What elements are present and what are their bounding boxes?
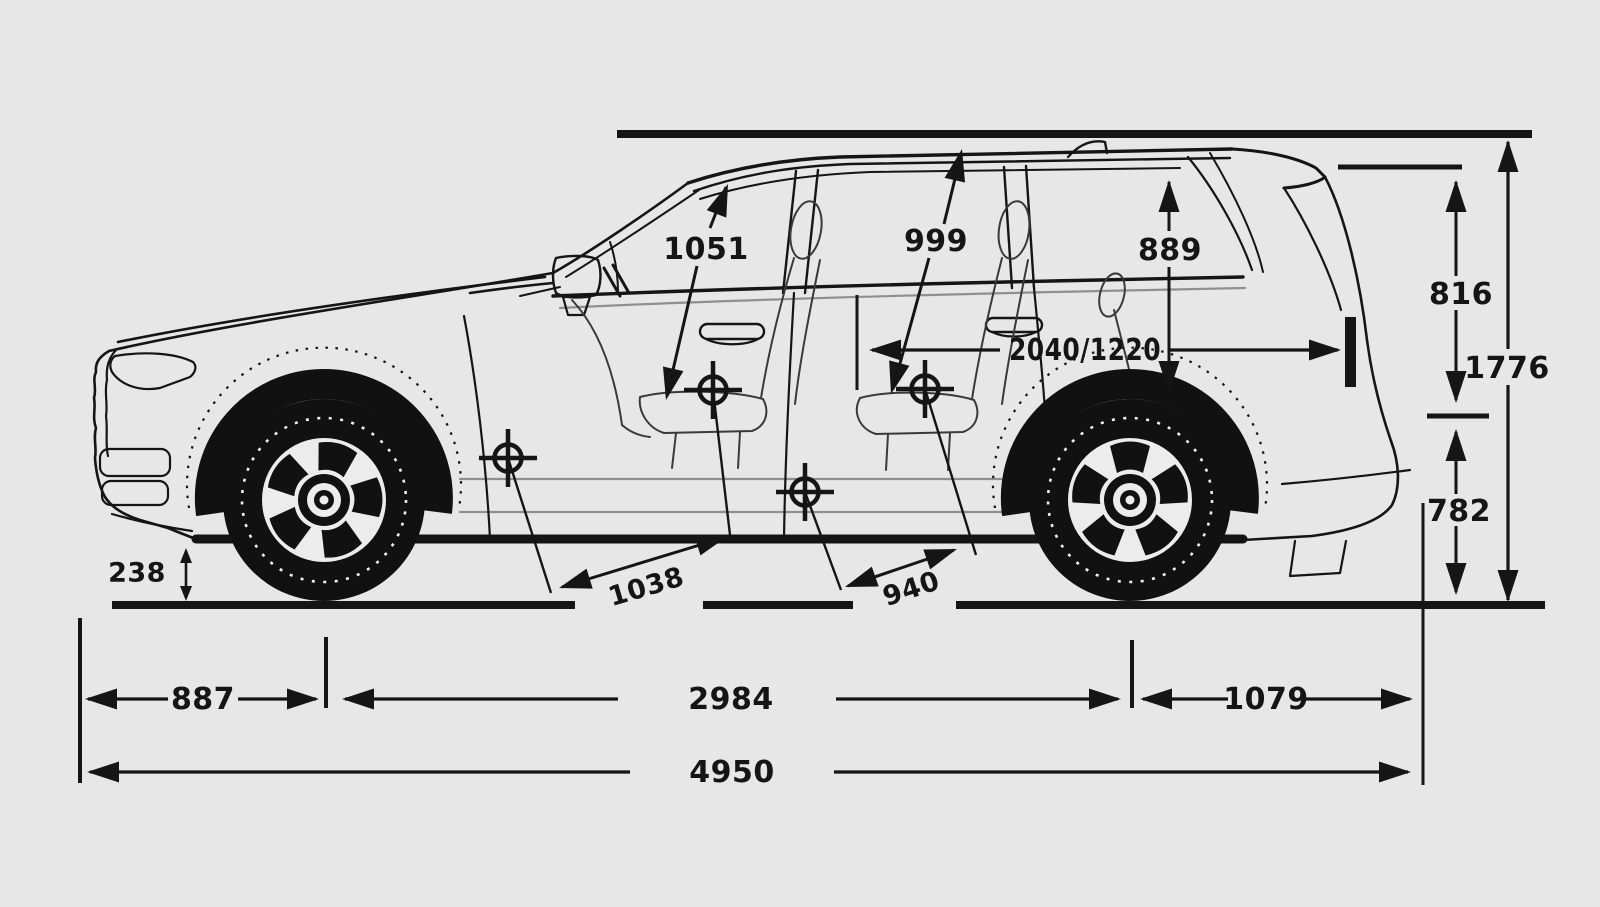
dim-label-1776: 1776 <box>1464 351 1550 386</box>
dim-label-4950: 4950 <box>689 755 775 790</box>
d-pillar-front-edge <box>1186 155 1254 272</box>
dim-label-782: 782 <box>1427 494 1491 529</box>
dashboard <box>571 299 651 438</box>
windshield-inner <box>565 189 700 278</box>
dim-load-length: 2040/1220 <box>869 333 1341 368</box>
b-pillar-rear-line <box>803 168 820 295</box>
dim-front-headroom: 1051 <box>662 184 749 400</box>
hip-point-markers <box>479 360 954 521</box>
rear-window-line <box>1282 186 1343 312</box>
front-wheel-arch <box>194 368 453 517</box>
car-grille-line <box>104 347 119 458</box>
dim-front-overhang: 887 <box>85 682 319 717</box>
rear-wheel <box>991 346 1269 601</box>
dim-label-1079: 1079 <box>1223 682 1309 717</box>
rear-bumper <box>1241 439 1400 542</box>
dim-overall-height: 1776 <box>1464 140 1550 602</box>
ground-line-segment-2 <box>703 601 853 609</box>
ground-line-segment-3 <box>956 601 1545 609</box>
front-door-handle <box>698 322 766 346</box>
dim-label-2984: 2984 <box>688 682 774 717</box>
roof-skin-line <box>692 156 1232 193</box>
roof-reference-line <box>617 130 1532 138</box>
dimension-annotations: 1051 999 889 2040/1220 <box>78 130 1550 790</box>
rear-wheel-arch <box>1000 368 1259 517</box>
car-cowl-line <box>468 281 555 295</box>
roof-rail-top <box>686 147 1234 185</box>
steering-wheel <box>602 263 631 298</box>
dim-third-row-headroom: 889 <box>1138 180 1202 393</box>
dim-ground-clearance: 238 <box>108 548 192 601</box>
dim-rear-overhang: 1079 <box>1140 682 1413 717</box>
front-door-leading-edge <box>462 314 492 541</box>
front-fog-lamp-upper <box>98 447 172 478</box>
dim-rear-opening-height: 816 <box>1429 180 1493 403</box>
rear-bumper-crease <box>1280 468 1412 486</box>
beltline-lower <box>558 286 1247 310</box>
rear-lower-piece <box>1288 539 1348 578</box>
dim-label-999: 999 <box>904 224 968 259</box>
dim-label-816: 816 <box>1429 277 1493 312</box>
dim-second-seat-diagonal: 940 <box>845 548 957 613</box>
ground-line-segment-1 <box>112 601 575 609</box>
front-rim-spokes <box>267 441 383 558</box>
windshield-outer <box>551 181 690 275</box>
car-wiper <box>519 286 561 297</box>
front-door-trailing-edge <box>782 291 796 541</box>
front-wheel <box>185 346 463 601</box>
front-hub-center <box>319 495 329 505</box>
headlight <box>109 352 197 391</box>
dim-wheelbase: 2984 <box>342 682 1121 717</box>
front-seat <box>638 200 823 469</box>
b-pillar-front-line <box>781 169 798 295</box>
load-length-end-bar <box>1345 317 1356 387</box>
front-tire-dotted-ring <box>240 416 408 584</box>
leader-lines <box>506 388 978 594</box>
dim-label-2040-1220: 2040/1220 <box>1009 333 1161 368</box>
front-fog-lamp-lower <box>100 479 170 507</box>
dim-label-889: 889 <box>1138 233 1202 268</box>
front-lower-lip <box>110 512 194 533</box>
dim-label-887: 887 <box>171 682 235 717</box>
rear-spoiler <box>1230 147 1327 190</box>
rear-tire-dotted-ring <box>1046 416 1214 584</box>
c-pillar-front-line <box>1002 165 1014 290</box>
d-pillar-rear-edge <box>1209 152 1264 273</box>
dim-second-row-headroom: 999 <box>889 149 968 394</box>
dim-load-floor-height: 782 <box>1427 429 1491 595</box>
roof-antenna-fin <box>1066 140 1109 159</box>
dim-label-1051: 1051 <box>663 232 749 267</box>
tailgate-outer <box>1323 175 1393 443</box>
car-front-face <box>92 349 198 541</box>
dim-label-238: 238 <box>108 558 166 589</box>
beltline <box>551 275 1245 298</box>
dim-overall-length: 4950 <box>87 755 1411 790</box>
rear-rim-spokes <box>1072 441 1188 556</box>
car-fender-crease <box>116 275 547 344</box>
second-row-seat <box>855 200 1031 471</box>
rear-hub-center <box>1125 495 1135 505</box>
